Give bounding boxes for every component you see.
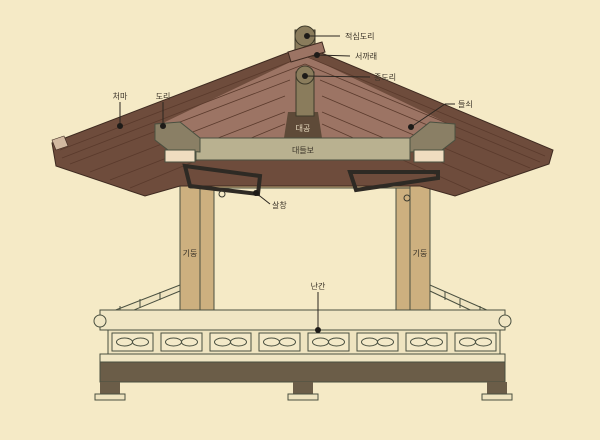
label-daedeulbo: 대들보 (292, 146, 314, 155)
panel-ornament (426, 337, 443, 347)
leader-lines (117, 33, 455, 333)
label-daegong: 대공 (296, 124, 311, 133)
panel-ornament (279, 337, 296, 347)
panel-ornament (132, 337, 149, 347)
label-deulsoe: 들쇠 (458, 100, 473, 109)
label-salchang: 살창 (272, 201, 287, 210)
label-dori: 도리 (156, 92, 171, 101)
label-gidung-right: 기둥 (413, 249, 428, 258)
panel-ornament (230, 337, 247, 347)
posts (179, 181, 431, 315)
label-cheoma: 처마 (113, 92, 128, 101)
label-gidung-left: 기둥 (183, 249, 198, 258)
dori-boxes (154, 121, 456, 163)
panel-ornament (181, 337, 198, 347)
panel-ornament (328, 337, 345, 347)
panel-ornament (475, 337, 492, 347)
balustrade (93, 309, 513, 401)
label-jong-dori: 종도리 (374, 73, 396, 82)
label-nangan: 난간 (311, 281, 326, 291)
label-jeoksim-dori: 적심도리 (345, 31, 374, 41)
label-seokkarae: 서까래 (355, 52, 377, 61)
panel-ornament (377, 337, 394, 347)
